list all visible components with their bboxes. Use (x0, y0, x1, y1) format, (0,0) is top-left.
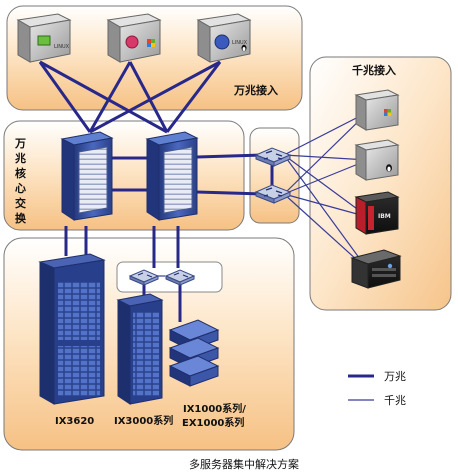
access-switch-zone (249, 127, 300, 224)
storage-switch-2 (164, 269, 196, 286)
core-char-2: 兆 (15, 151, 26, 165)
legend: 万兆 千兆 (348, 370, 406, 407)
core-switch-zone (3, 120, 245, 231)
right-access-label: 千兆接入 (352, 63, 396, 77)
legend-ten-gig-label: 万兆 (384, 370, 406, 383)
core-char-3: 核 (15, 166, 26, 180)
ibm-server: IBM (354, 191, 400, 235)
core-switch-label: 万 兆 核 心 交 换 (14, 137, 27, 225)
ix3000-storage (116, 293, 164, 405)
linux-server-2: LINUX (196, 13, 252, 63)
hp-server (350, 249, 402, 289)
ix1000-label-line2: EX1000系列 (182, 416, 244, 429)
linux-server-right (354, 139, 400, 181)
linux-server-1: LINUX (16, 13, 72, 63)
storage-switch-1 (128, 269, 160, 286)
svg-text:IBM: IBM (378, 213, 391, 220)
ix1000-storage (168, 319, 220, 387)
windows-server-right (354, 89, 400, 131)
windows-server (106, 13, 162, 63)
ix3620-label: IX3620 (55, 416, 94, 427)
core-switch-rack-1 (60, 131, 114, 221)
diagram-caption: 多服务器集中解决方案 (189, 457, 299, 471)
core-char-6: 换 (15, 211, 27, 225)
access-switch-2 (254, 184, 292, 204)
ix3000-label: IX3000系列 (114, 414, 173, 427)
core-char-4: 心 (15, 182, 26, 195)
core-switch-rack-2 (145, 131, 199, 221)
ix3620-storage (38, 253, 106, 405)
core-char-1: 万 (14, 137, 26, 150)
access-switch-1 (254, 147, 292, 167)
legend-one-gig-label: 千兆 (384, 394, 406, 407)
top-access-label: 万兆接入 (233, 83, 278, 97)
svg-text:LINUX: LINUX (232, 40, 248, 46)
core-char-5: 交 (15, 196, 26, 210)
one-gig-links (154, 111, 369, 277)
svg-text:LINUX: LINUX (54, 44, 70, 50)
ix1000-label-line1: IX1000系列/ (183, 402, 246, 415)
ten-gig-links (38, 60, 274, 322)
